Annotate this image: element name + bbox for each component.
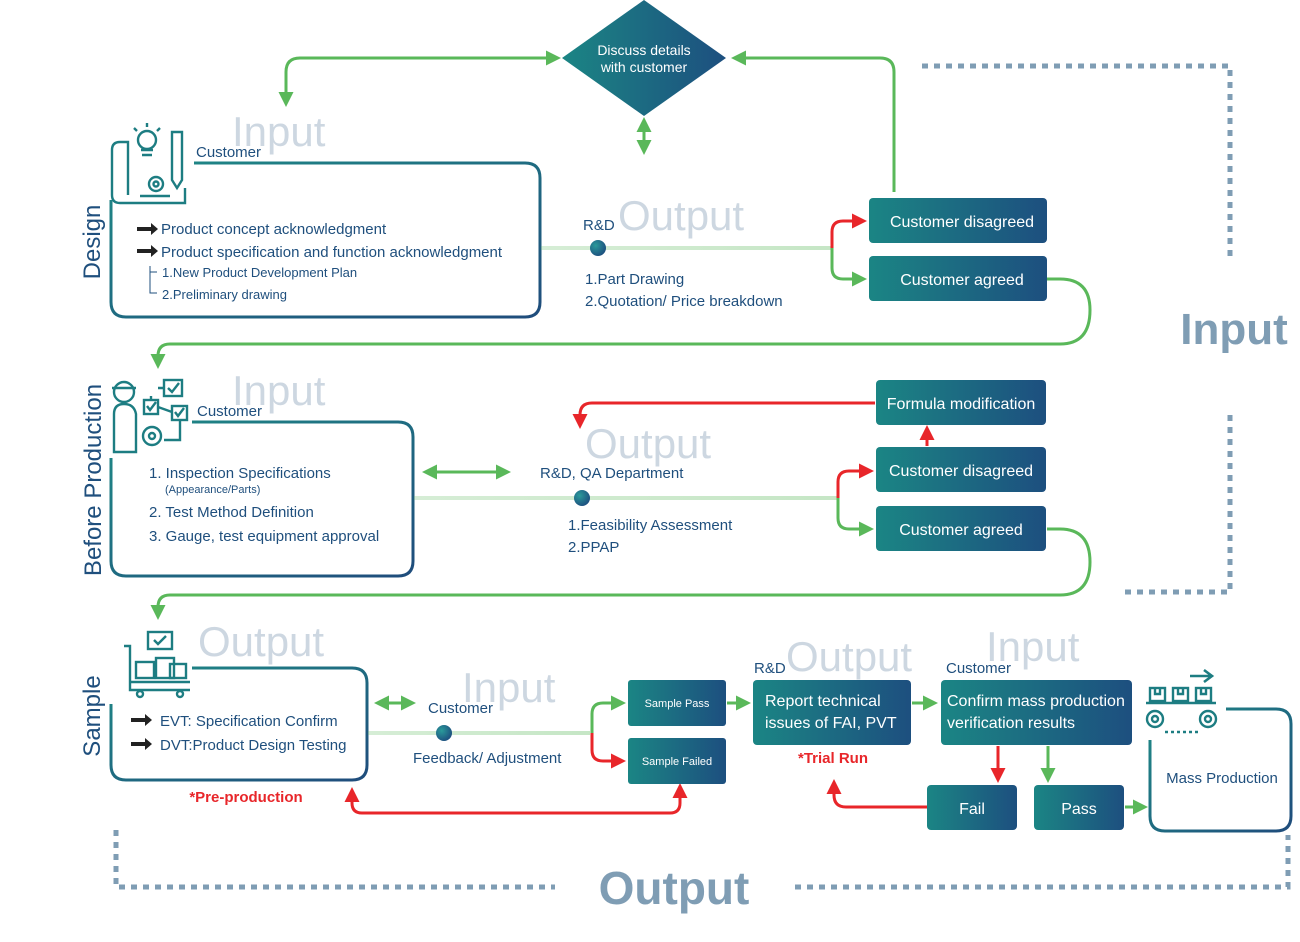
before-output-1: 1.Feasibility Assessment xyxy=(568,517,733,534)
sample-stage-label: Sample xyxy=(79,675,106,756)
design-to-before-connector xyxy=(150,277,1092,369)
before-to-sample-connector xyxy=(150,527,1092,620)
formula-return-arrow xyxy=(572,401,875,429)
formula-label: Formula modification xyxy=(887,396,1036,413)
before-watermark-output: Output xyxy=(585,420,711,467)
before-stage-label: Before Production xyxy=(80,384,107,576)
top-connectors xyxy=(278,50,896,192)
sample-item-2: DVT:Product Design Testing xyxy=(160,737,346,754)
trial-run-label: *Trial Run xyxy=(798,750,868,767)
design-watermark-output: Output xyxy=(618,192,744,239)
design-disagreed-box: Customer disagreed xyxy=(869,198,1047,243)
sample-rd-label: R&D xyxy=(754,660,786,677)
design-item-2: Product specification and function ackno… xyxy=(161,244,503,261)
mass-production-label: Mass Production xyxy=(1166,770,1278,787)
design-agreed-box: Customer agreed xyxy=(869,256,1047,301)
design-output-2: 2.Quotation/ Price breakdown xyxy=(585,293,783,310)
sample-feedback-dot xyxy=(436,725,452,741)
before-box xyxy=(109,420,415,578)
design-disagreed-label: Customer disagreed xyxy=(890,214,1034,231)
preproduction-label: *Pre-production xyxy=(189,789,302,806)
discuss-diamond: Discuss details with customer xyxy=(562,0,726,116)
dotted-frame xyxy=(113,63,1291,890)
before-item-1: 1. Inspection Specifications xyxy=(149,465,331,482)
sample-feedback-line xyxy=(368,731,590,735)
before-output-2: 2.PPAP xyxy=(568,539,619,556)
design-output-line xyxy=(541,246,833,250)
before-red-connector xyxy=(836,463,874,498)
sample-failed-label: Sample Failed xyxy=(642,756,712,768)
sample-watermark-output-2: Output xyxy=(786,633,912,680)
design-customer-label: Customer xyxy=(196,144,261,161)
before-output-dot xyxy=(574,490,590,506)
cart-boxes-icon xyxy=(124,630,190,699)
sample-failed-connector xyxy=(590,733,626,769)
sample-watermark-input: Input xyxy=(462,664,556,711)
report-line-2: issues of FAI, PVT xyxy=(765,715,897,732)
before-output-line xyxy=(414,496,838,500)
sample-pass-connector xyxy=(590,695,626,733)
design-blueprint-icon xyxy=(110,123,187,205)
sample-customer-2-label: Customer xyxy=(946,660,1011,677)
discuss-line-1: Discuss details xyxy=(597,42,690,58)
report-box: Report technical issues of FAI, PVT xyxy=(753,680,911,745)
side-output-label: Output xyxy=(599,862,750,914)
design-agreed-label: Customer agreed xyxy=(900,272,1024,289)
before-item-1-sub: (Appearance/Parts) xyxy=(165,484,260,496)
design-box xyxy=(109,161,542,319)
design-green-connector xyxy=(830,248,867,287)
before-item-2: 2. Test Method Definition xyxy=(149,504,314,521)
sample-watermark-output: Output xyxy=(198,618,324,665)
confirm-box: Confirm mass production verification res… xyxy=(941,680,1132,745)
sample-arrow-icons xyxy=(131,714,152,750)
formula-modification-box: Formula modification xyxy=(876,380,1046,425)
fail-box: Fail xyxy=(927,785,1017,830)
design-subitem-bracket xyxy=(149,266,157,294)
sample-customer-label: Customer xyxy=(428,700,493,717)
pass-box: Pass xyxy=(1034,785,1124,830)
report-line-1: Report technical xyxy=(765,693,881,710)
confirm-line-1: Confirm mass production xyxy=(947,693,1125,710)
discuss-line-2: with customer xyxy=(600,59,688,75)
sample-feedback-label: Feedback/ Adjustment xyxy=(413,750,562,767)
sample-failed-box: Sample Failed xyxy=(628,738,726,784)
side-input-label: Input xyxy=(1180,305,1288,354)
fail-label: Fail xyxy=(959,801,985,818)
before-item-3: 3. Gauge, test equipment approval xyxy=(149,528,379,545)
before-customer-label: Customer xyxy=(197,403,262,420)
sample-item-1: EVT: Specification Confirm xyxy=(160,713,338,730)
before-watermark-input: Input xyxy=(232,367,326,414)
pass-label: Pass xyxy=(1061,801,1097,818)
confirm-line-2: verification results xyxy=(947,715,1075,732)
fail-return-arrow xyxy=(826,779,927,809)
before-disagreed-label: Customer disagreed xyxy=(889,463,1033,480)
sample-box xyxy=(109,666,369,782)
conveyor-icon xyxy=(1145,668,1218,734)
design-subitem-2: 2.Preliminary drawing xyxy=(162,287,287,302)
design-watermark-input: Input xyxy=(232,108,326,155)
sample-pass-box: Sample Pass xyxy=(628,680,726,726)
design-output-1: 1.Part Drawing xyxy=(585,271,684,288)
design-stage-label: Design xyxy=(79,205,106,280)
design-item-1: Product concept acknowledgment xyxy=(161,221,387,238)
design-output-dot xyxy=(590,240,606,256)
sample-failed-return xyxy=(344,783,688,815)
sample-watermark-input-2: Input xyxy=(986,623,1080,670)
engineer-checklist-icon xyxy=(112,378,189,454)
design-arrow-icons xyxy=(137,223,158,257)
design-owner: R&D xyxy=(583,217,615,234)
before-disagreed-box: Customer disagreed xyxy=(876,447,1046,492)
design-subitem-1: 1.New Product Development Plan xyxy=(162,265,357,280)
design-red-connector xyxy=(830,213,867,248)
mass-production-box xyxy=(1148,707,1293,833)
before-agreed-box: Customer agreed xyxy=(876,506,1046,551)
sample-pass-label: Sample Pass xyxy=(645,698,710,710)
before-owner: R&D, QA Department xyxy=(540,465,684,482)
before-agreed-label: Customer agreed xyxy=(899,522,1023,539)
before-green-connector xyxy=(836,498,874,537)
